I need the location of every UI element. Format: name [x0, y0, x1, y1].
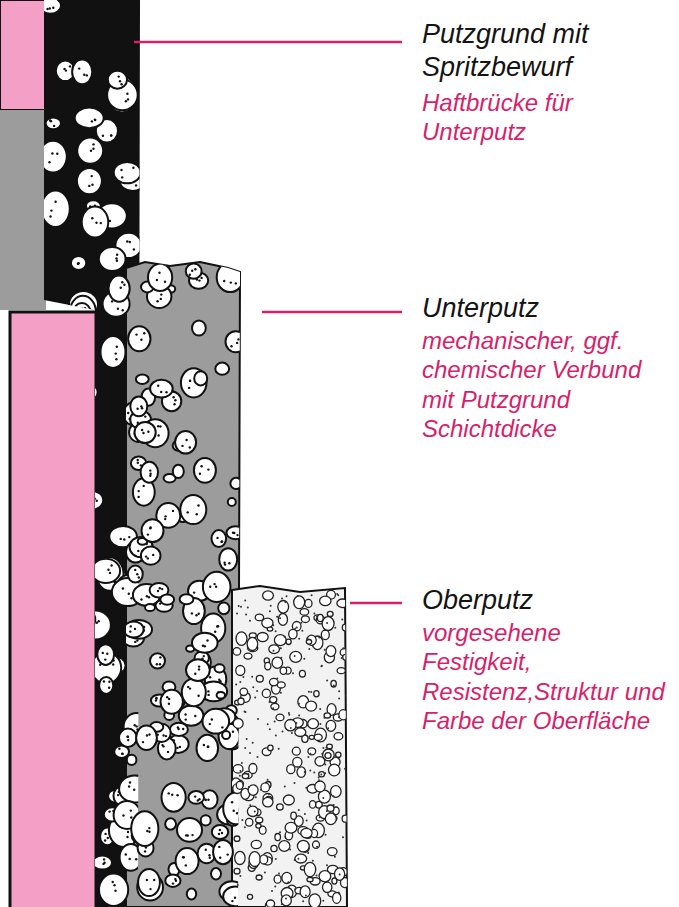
layer-name: Unterputz: [422, 292, 672, 325]
brick: [10, 312, 96, 907]
leader-line: [262, 311, 402, 314]
layer-name: Oberputz: [422, 584, 672, 617]
brick: [0, 0, 46, 110]
oberputz-layer: [232, 586, 347, 907]
mortar-joint: [0, 110, 46, 310]
layer-note: vorgesehene Festigkeit, Resistenz,Strukt…: [422, 618, 674, 735]
leader-line: [350, 602, 402, 605]
leader-line: [134, 41, 402, 44]
layer-note: Haftbrücke für Unterputz: [422, 88, 672, 147]
layer-note: mechanischer, ggf. chemischer Verbund mi…: [422, 326, 672, 443]
layer-name: Putzgrund mit Spritzbewurf: [422, 18, 672, 84]
